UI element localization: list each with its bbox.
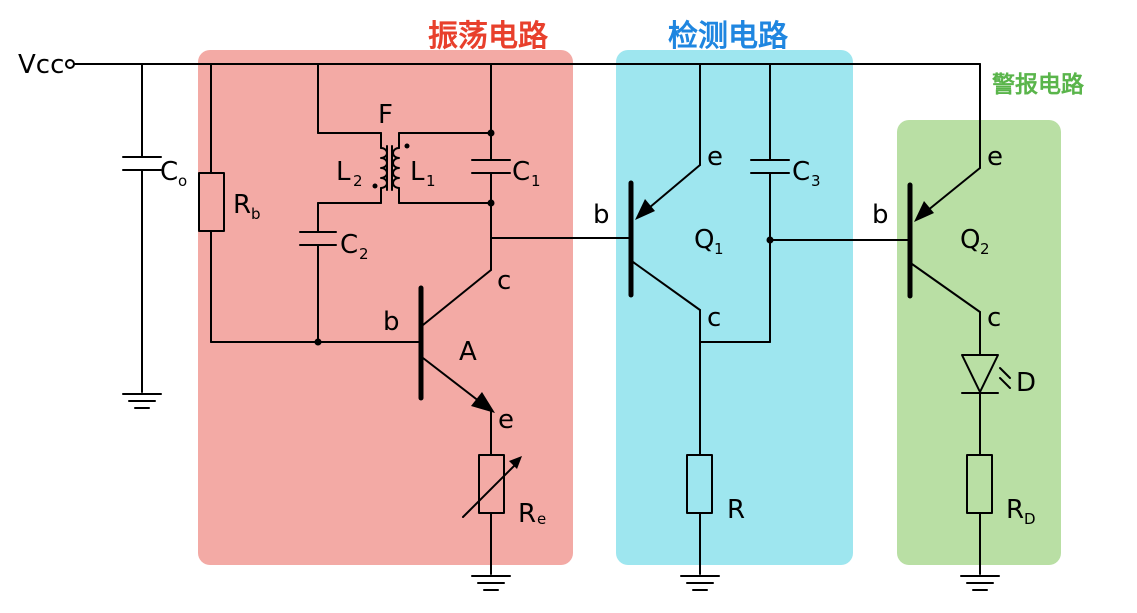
alarm-title: 警报电路 <box>992 71 1085 98</box>
capacitor-c2 <box>299 231 337 343</box>
label-c0-sub: o <box>178 172 187 190</box>
label-re-sub: e <box>537 510 546 528</box>
capacitor-c1 <box>471 63 511 271</box>
label-l2: L <box>336 157 351 187</box>
label-q2-sub: 2 <box>980 240 990 258</box>
transistor-q2 <box>907 63 981 356</box>
label-l2-sub: 2 <box>353 172 363 190</box>
resistor-rd <box>966 454 993 575</box>
label-c1-sub: 1 <box>531 172 541 190</box>
label-q2: Q <box>960 225 980 255</box>
label-rb-sub: b <box>251 205 261 223</box>
resistor-r <box>686 454 713 575</box>
transistor-a <box>418 269 495 456</box>
detector-title: 检测电路 <box>668 19 789 54</box>
label-b-q1: b <box>593 200 610 230</box>
label-c1: C <box>512 157 530 187</box>
label-c-a: c <box>497 266 511 296</box>
oscillator-block <box>198 50 573 565</box>
label-c2-sub: 2 <box>359 245 369 263</box>
ground-rd <box>960 575 1000 591</box>
label-c2: C <box>340 230 358 260</box>
label-q1-sub: 1 <box>714 240 724 258</box>
vcc-rail <box>65 59 981 69</box>
label-c3-sub: 3 <box>811 172 821 190</box>
led-d <box>961 354 1011 456</box>
capacitor-c0 <box>122 63 162 393</box>
label-rd-sub: D <box>1024 510 1036 528</box>
ground-r <box>680 575 720 591</box>
transformer-f <box>317 63 492 233</box>
label-a: A <box>459 337 477 367</box>
detector-block <box>616 50 853 565</box>
label-q1: Q <box>694 225 714 255</box>
label-f: F <box>378 100 393 130</box>
label-d: D <box>1016 368 1036 398</box>
label-rb: R <box>233 190 251 220</box>
label-r: R <box>727 495 745 525</box>
label-l1: L <box>410 157 425 187</box>
transistor-q1 <box>628 63 771 456</box>
resistor-re <box>462 454 522 575</box>
label-b-a: b <box>383 307 400 337</box>
ground-re <box>471 575 511 591</box>
label-l1-sub: 1 <box>426 172 436 190</box>
label-vcc: Vcc <box>18 50 64 80</box>
label-e-q2: e <box>987 142 1003 172</box>
capacitor-c3 <box>750 63 790 343</box>
label-e-q1: e <box>707 142 723 172</box>
label-c-q1: c <box>707 303 721 333</box>
oscillator-title: 振荡电路 <box>428 19 549 54</box>
ground-c0 <box>122 393 162 409</box>
label-c0: C <box>160 157 178 187</box>
label-c-q2: c <box>987 303 1001 333</box>
label-c3: C <box>792 157 810 187</box>
label-rd: R <box>1006 495 1024 525</box>
label-b-q2: b <box>872 200 889 230</box>
label-re: R <box>518 499 536 529</box>
label-e-a: e <box>498 405 514 435</box>
